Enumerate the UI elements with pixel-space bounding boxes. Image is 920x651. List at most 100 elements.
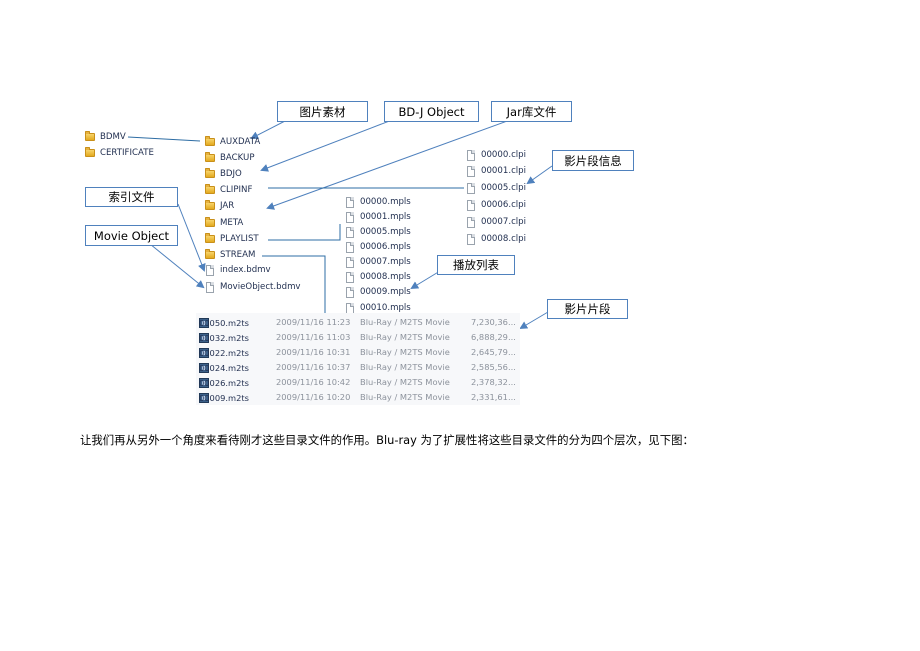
folder-stream[interactable]: STREAM (205, 249, 255, 261)
file-name: 00000.clpi (481, 150, 527, 160)
m2ts-size: 2,585,56... (471, 362, 516, 372)
folder-name: BDMV (100, 132, 126, 142)
folder-icon (205, 200, 215, 210)
m2ts-row[interactable]: 00032.m2ts 2009/11/16 11:03 Blu-Ray / M2… (199, 331, 519, 345)
file-icon (467, 216, 475, 228)
m2ts-name: 00009.m2ts (199, 393, 249, 403)
file-icon (346, 286, 354, 298)
m2ts-date: 2009/11/16 11:23 (276, 317, 351, 327)
folder-bdjo[interactable]: BDJO (205, 168, 242, 180)
arrow-clipinf (526, 165, 553, 185)
caption-text: 让我们再从另外一个角度来看待刚才这些目录文件的作用。Blu-ray 为了扩展性将… (80, 433, 694, 447)
arrow-movie-object (149, 243, 205, 289)
m2ts-type: Blu-Ray / M2TS Movie (360, 317, 450, 327)
movie-file-icon (199, 378, 209, 388)
m2ts-name: 00026.m2ts (199, 378, 249, 388)
m2ts-name: 00024.m2ts (199, 363, 249, 373)
m2ts-row[interactable]: 00050.m2ts 2009/11/16 11:23 Blu-Ray / M2… (199, 316, 519, 330)
file-mpls[interactable]: 00009.mpls (346, 286, 411, 298)
m2ts-type: Blu-Ray / M2TS Movie (360, 332, 450, 342)
folder-auxdata[interactable]: AUXDATA (205, 136, 260, 148)
file-clpi[interactable]: 00000.clpi (467, 149, 526, 161)
folder-icon (205, 249, 215, 259)
folder-name: CERTIFICATE (100, 148, 154, 158)
file-name: 00005.clpi (481, 183, 527, 193)
folder-certificate[interactable]: CERTIFICATE (85, 147, 154, 159)
file-mpls[interactable]: 00008.mpls (346, 271, 411, 283)
file-icon (346, 196, 354, 208)
m2ts-name-cell: 00026.m2ts (199, 377, 249, 388)
m2ts-row[interactable]: 00024.m2ts 2009/11/16 10:37 Blu-Ray / M2… (199, 361, 519, 375)
file-mpls[interactable]: 00006.mpls (346, 241, 411, 253)
movie-file-icon (199, 333, 209, 343)
file-clpi[interactable]: 00007.clpi (467, 216, 526, 228)
arrow-playlist (410, 270, 441, 290)
m2ts-name: 00022.m2ts (199, 348, 249, 358)
folder-icon (205, 168, 215, 178)
file-mpls[interactable]: 00000.mpls (346, 196, 411, 208)
file-clpi[interactable]: 00006.clpi (467, 199, 526, 211)
folder-name: META (220, 218, 244, 228)
label-movie-object: Movie Object (85, 225, 178, 246)
label-jar: Jar库文件 (491, 101, 572, 122)
file-icon (467, 165, 475, 177)
m2ts-size: 2,331,61... (471, 392, 516, 402)
folder-name: STREAM (220, 250, 256, 260)
file-name: 00006.mpls (360, 242, 411, 252)
folder-bdmv[interactable]: BDMV (85, 131, 126, 143)
folder-backup[interactable]: BACKUP (205, 152, 255, 164)
file-icon (346, 256, 354, 268)
m2ts-name: 00032.m2ts (199, 333, 249, 343)
file-name: 00001.clpi (481, 166, 527, 176)
folder-meta[interactable]: META (205, 217, 243, 229)
folder-playlist[interactable]: PLAYLIST (205, 233, 259, 245)
file-icon (206, 264, 214, 276)
file-icon (206, 281, 214, 293)
file-name: 00006.clpi (481, 200, 527, 210)
file-name: 00000.mpls (360, 197, 411, 207)
m2ts-row[interactable]: 00009.m2ts 2009/11/16 10:20 Blu-Ray / M2… (199, 391, 519, 405)
file-name: 00007.clpi (481, 217, 527, 227)
file-mpls[interactable]: 00001.mpls (346, 211, 411, 223)
file-icon (346, 241, 354, 253)
folder-name: PLAYLIST (220, 234, 259, 244)
arrow-jar (266, 119, 511, 210)
file-name: 00010.mpls (360, 303, 411, 313)
folder-icon (205, 136, 215, 146)
arrow-stream (519, 311, 549, 330)
m2ts-name-cell: 00050.m2ts (199, 317, 249, 328)
arrow-index (177, 203, 206, 272)
file-movieobject-bdmv[interactable]: MovieObject.bdmv (206, 281, 301, 293)
movie-file-icon (199, 318, 209, 328)
folder-jar[interactable]: JAR (205, 200, 234, 212)
file-clpi[interactable]: 00005.clpi (467, 182, 526, 194)
file-icon (346, 271, 354, 283)
file-clpi[interactable]: 00008.clpi (467, 233, 526, 245)
label-clipinf: 影片段信息 (552, 150, 634, 171)
m2ts-date: 2009/11/16 11:03 (276, 332, 351, 342)
m2ts-date: 2009/11/16 10:42 (276, 377, 351, 387)
m2ts-name-cell: 00032.m2ts (199, 332, 249, 343)
folder-name: CLIPINF (220, 185, 253, 195)
m2ts-row[interactable]: 00022.m2ts 2009/11/16 10:31 Blu-Ray / M2… (199, 346, 519, 360)
file-mpls[interactable]: 00007.mpls (346, 256, 411, 268)
folder-clipinf[interactable]: CLIPINF (205, 184, 252, 196)
m2ts-type: Blu-Ray / M2TS Movie (360, 392, 450, 402)
m2ts-row[interactable]: 00026.m2ts 2009/11/16 10:42 Blu-Ray / M2… (199, 376, 519, 390)
movie-file-icon (199, 348, 209, 358)
file-mpls[interactable]: 00005.mpls (346, 226, 411, 238)
m2ts-date: 2009/11/16 10:37 (276, 362, 351, 372)
folder-name: JAR (220, 201, 235, 211)
file-clpi[interactable]: 00001.clpi (467, 165, 526, 177)
file-index-bdmv[interactable]: index.bdmv (206, 264, 271, 276)
label-index: 索引文件 (85, 187, 178, 207)
movie-file-icon (199, 393, 209, 403)
m2ts-size: 7,230,36... (471, 317, 516, 327)
file-name: 00009.mpls (360, 287, 411, 297)
m2ts-size: 2,645,79... (471, 347, 516, 357)
m2ts-type: Blu-Ray / M2TS Movie (360, 347, 450, 357)
file-icon (346, 226, 354, 238)
bdmv-connector (127, 136, 201, 142)
